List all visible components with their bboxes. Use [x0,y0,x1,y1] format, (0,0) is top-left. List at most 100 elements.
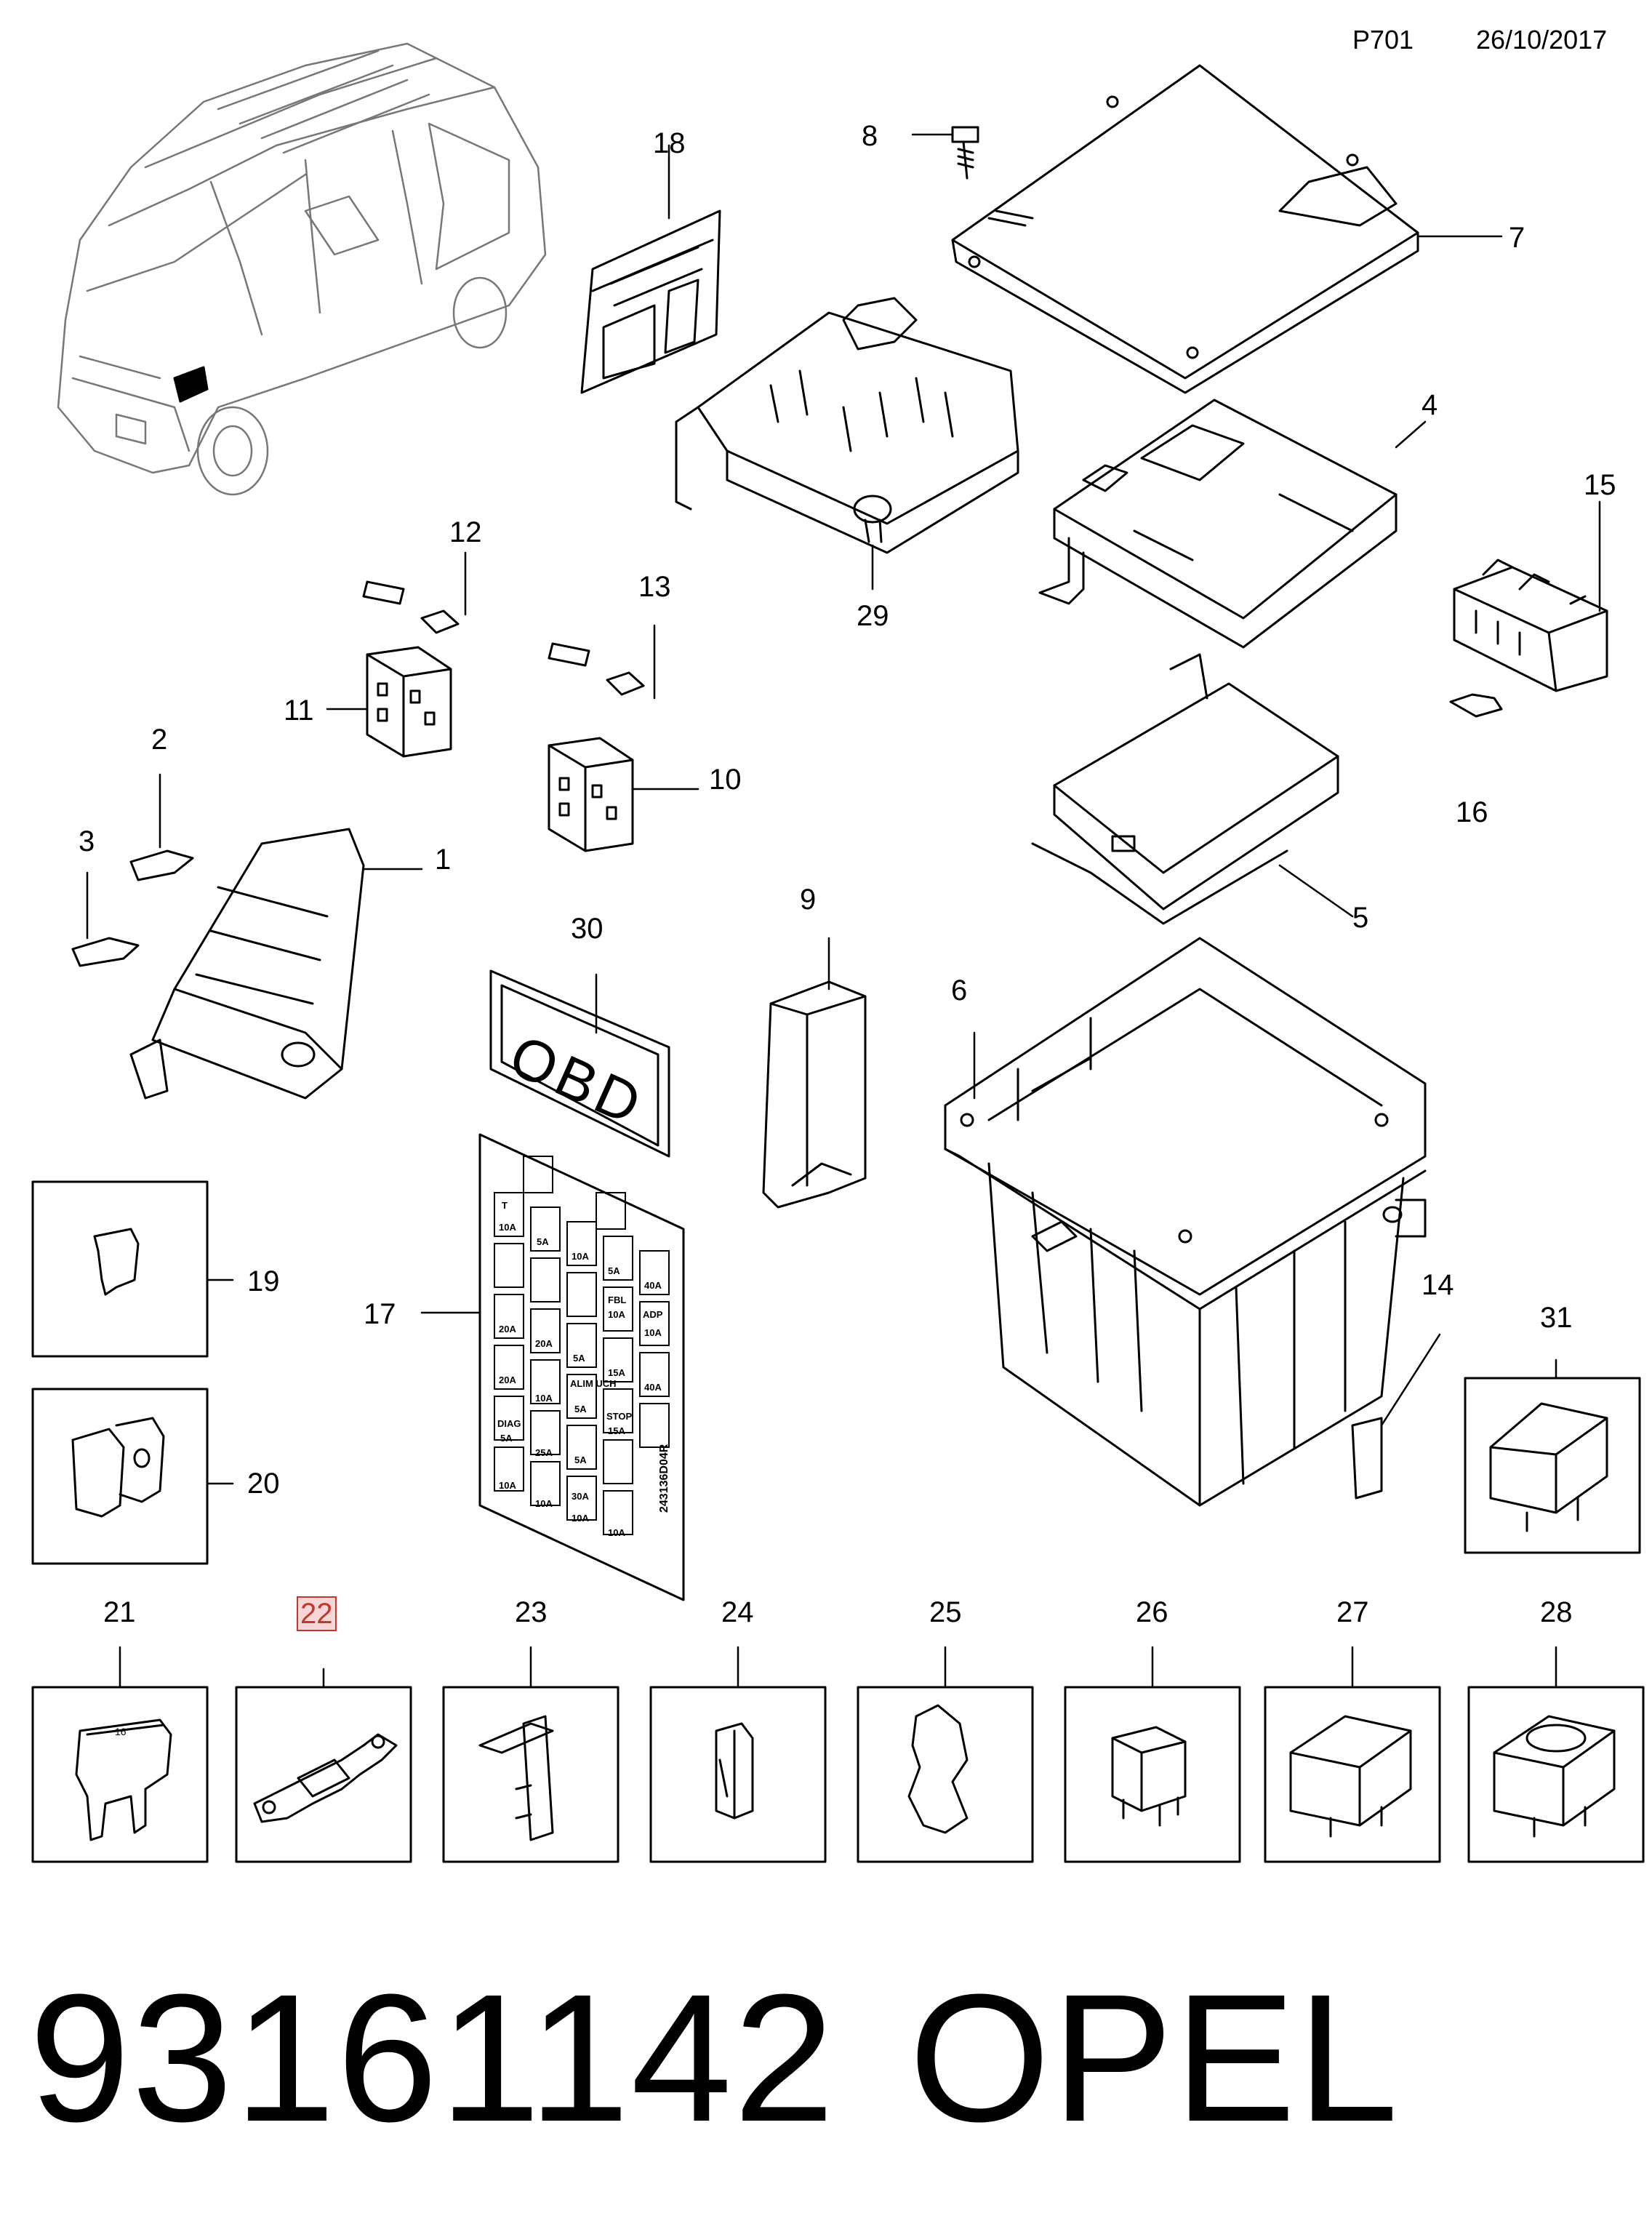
fuse-cell-17: 40A [644,1382,662,1393]
fuse-cell-22: 5A [500,1433,513,1444]
leader-lines [86,133,1601,1689]
fuse-cell-12: 5A [573,1353,585,1364]
fuse-cell-8: ADP [643,1309,663,1320]
callout-4: 4 [1422,389,1438,421]
fuse-cell-19: STOP [606,1411,633,1422]
fuse-value: 16 [115,1726,127,1737]
callout-5: 5 [1352,902,1369,934]
part-5-cover [1031,653,1339,925]
callout-2: 2 [151,724,168,756]
fuse-cell-27: 10A [535,1498,553,1509]
callout-3: 3 [79,825,95,857]
part-17-label-frame [478,1133,685,1601]
part-30-obd-plate [489,969,670,1158]
box-22 [235,1686,412,1863]
callout-9: 9 [800,884,817,916]
box-24 [649,1686,827,1863]
part-6-box [944,937,1427,1507]
fuse-cell-23: 25A [535,1447,553,1458]
part-16-terminal [1449,693,1503,718]
drawing-code: P701 [1352,25,1414,55]
box-27 [1264,1686,1441,1863]
callout-1: 1 [435,844,452,876]
fuse-cell-29: 10A [608,1527,625,1538]
brand-name: OPEL [909,1956,1400,2159]
fuse-cell-5: 40A [644,1280,662,1291]
callout-19: 19 [247,1265,280,1297]
callout-12: 12 [449,516,482,548]
drawing-date: 26/10/2017 [1476,25,1608,55]
callout-30: 30 [571,913,604,945]
fuse-cell-11: 20A [535,1338,553,1349]
fuse-cell-26: 10A [499,1480,516,1491]
fuse-cell-16: 5A [574,1404,587,1414]
callout-22-highlighted[interactable]: 22 [297,1596,337,1631]
part-18-label-sheet [580,209,721,394]
fuse-cell-28: 10A [572,1513,589,1524]
callout-28: 28 [1540,1596,1573,1628]
fuse-cell-1: 10A [499,1222,516,1233]
box-28 [1467,1686,1645,1863]
fuse-cell-7: 10A [608,1309,625,1320]
callout-10: 10 [709,764,742,796]
callout-17: 17 [364,1298,396,1330]
fuse-cell-25: 30A [572,1491,589,1502]
box-19 [31,1180,209,1358]
part-7-cover [951,64,1419,394]
callout-6: 6 [951,975,968,1007]
callout-15: 15 [1584,469,1616,501]
fuse-cell-9: 10A [644,1327,662,1338]
fuse-cell-3: 10A [572,1251,589,1262]
fuse-cell-t: T [502,1200,508,1211]
fuse-cell-6: FBL [608,1294,627,1305]
callout-16: 16 [1456,796,1488,828]
callout-7: 7 [1509,222,1525,254]
fuse-cell-15: ALIM UCH [570,1378,617,1389]
van-illustration [57,42,547,496]
callout-13: 13 [638,571,671,603]
part-9-guide [762,980,867,1209]
fuse-cell-2: 5A [537,1236,549,1247]
part-15-connector [1453,559,1608,692]
box-31 [1464,1377,1641,1554]
box-23 [442,1686,620,1863]
fuse-cell-13: 15A [608,1367,625,1378]
part-13-terminal [548,642,645,696]
fuse-cell-14: 20A [499,1374,516,1385]
highlight-block [173,366,209,403]
fuse-label-code: 243136D04R [658,1444,670,1513]
part-2-terminal [129,849,194,881]
part-8-screw [951,126,979,180]
box-20 [31,1388,209,1565]
part-14-bracket [1351,1417,1383,1500]
box-21 [31,1686,209,1863]
fuse-cell-20: 15A [608,1425,625,1436]
part-11-socket [366,646,452,758]
fuse-cell-18: 10A [535,1393,553,1404]
callout-31: 31 [1540,1302,1573,1334]
callout-18: 18 [653,127,686,159]
callout-8: 8 [862,120,878,152]
callout-27: 27 [1336,1596,1369,1628]
box-25 [857,1686,1034,1863]
part-number: 93161142 [29,1956,836,2159]
callout-14: 14 [1422,1269,1454,1301]
callout-11: 11 [284,695,314,727]
fuse-cell-10: 20A [499,1324,516,1334]
callout-25: 25 [929,1596,962,1628]
fuse-cell-24: 5A [574,1454,587,1465]
callout-20: 20 [247,1468,280,1500]
callout-29: 29 [857,600,889,632]
part-1-fuse-holder [129,828,365,1100]
callout-23: 23 [515,1596,548,1628]
box-26 [1064,1686,1241,1863]
part-12-terminal [362,580,460,634]
callout-26: 26 [1136,1596,1168,1628]
fuse-label-grid [494,1156,670,1535]
fuse-cell-4: 5A [608,1265,620,1276]
callout-21: 21 [103,1596,136,1628]
callout-24: 24 [721,1596,754,1628]
fuse-cell-21: DIAG [497,1418,521,1429]
part-4-lid [1038,399,1398,649]
